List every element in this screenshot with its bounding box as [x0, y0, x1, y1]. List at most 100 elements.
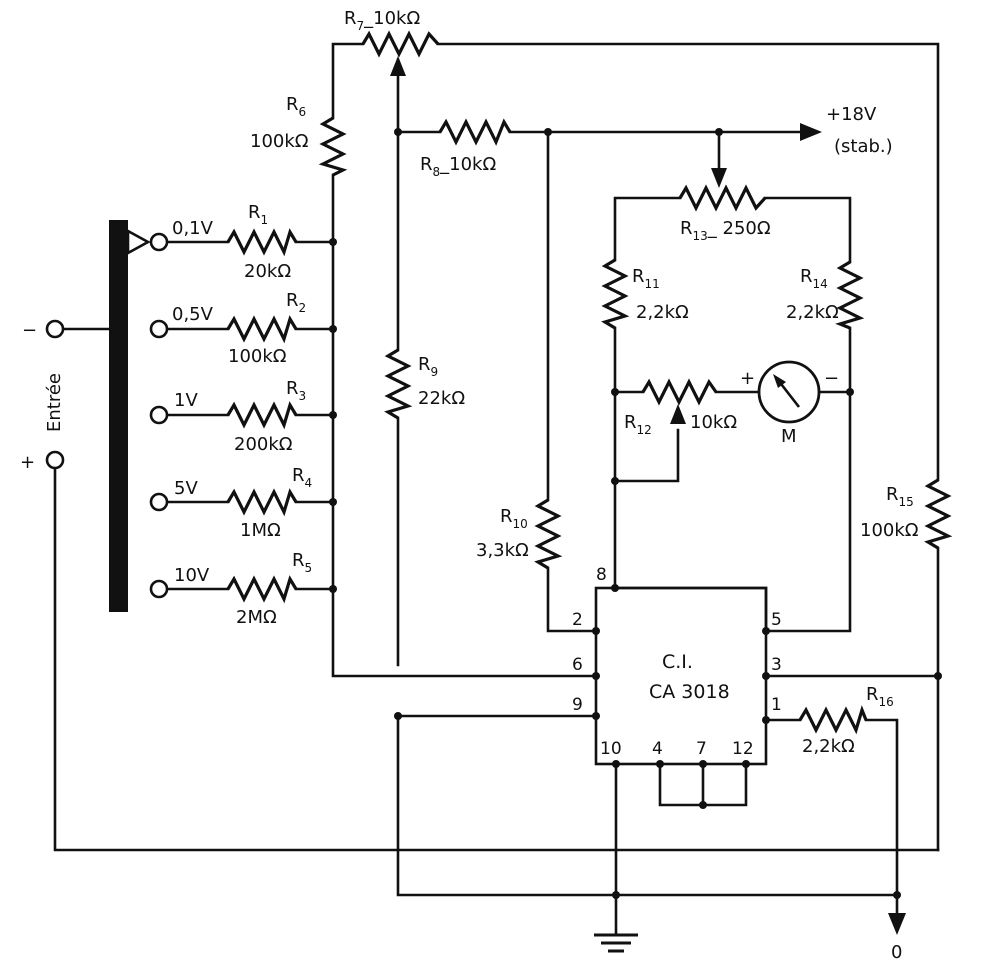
- r7-label: R7_10kΩ: [344, 8, 420, 33]
- ic-pin-9: 9: [572, 695, 583, 715]
- resistor-r8: [438, 118, 512, 146]
- resistor-r15: [924, 478, 953, 550]
- ic-pin-10: 10: [600, 739, 622, 759]
- meter-label: M: [781, 426, 797, 447]
- supply-note: (stab.): [834, 136, 893, 157]
- junction-dot: [329, 498, 337, 506]
- junction-dot: [394, 712, 402, 720]
- junction-dot: [329, 411, 337, 419]
- junction-dot: [715, 128, 723, 136]
- r5-name: R5: [292, 550, 312, 575]
- ic-pin-8: 8: [596, 565, 607, 585]
- input-plus-sign: +: [20, 452, 35, 473]
- resistor-r3: [226, 401, 298, 430]
- resistor-r9: [384, 348, 413, 420]
- junction-dot: [544, 128, 552, 136]
- ic-pin-5: 5: [771, 610, 782, 630]
- range-terminal-5v: [149, 492, 169, 512]
- r10-name: R10: [500, 506, 528, 531]
- r7-wiper-arrow-icon: [390, 56, 406, 76]
- r15-name: R15: [886, 484, 914, 509]
- wire-bridge-top: [613, 196, 852, 264]
- r14-name: R14: [800, 266, 828, 291]
- r2-name: R2: [286, 290, 306, 315]
- resistor-r12: [641, 378, 718, 406]
- input-plus-terminal: [45, 450, 65, 470]
- range-label-1v: 1V: [174, 390, 198, 411]
- r11-value: 2,2kΩ: [636, 302, 689, 323]
- output-label: 0: [891, 942, 902, 963]
- r11-name: R11: [632, 266, 660, 291]
- meter-needle-arrow-icon: [773, 374, 786, 388]
- ic-pin-2: 2: [572, 610, 583, 630]
- r12-value: 10kΩ: [690, 412, 737, 433]
- r14-value: 2,2kΩ: [786, 302, 839, 323]
- range-terminal-0-1v: [149, 232, 169, 252]
- resistor-r16: [798, 705, 868, 735]
- wire-bridge-right: [764, 326, 852, 633]
- r8-label: R8_10kΩ: [420, 154, 496, 179]
- wires: [53, 42, 940, 937]
- junction-dot: [699, 801, 707, 809]
- arrows: [126, 56, 906, 935]
- r13-label: R13_ 250Ω: [680, 218, 771, 243]
- r2-value: 100kΩ: [228, 346, 287, 367]
- r6-value: 100kΩ: [250, 131, 309, 152]
- r13-wiper-arrow-icon: [711, 168, 727, 188]
- r3-value: 200kΩ: [234, 434, 293, 455]
- junction-dot: [612, 891, 620, 899]
- junction-dot: [611, 477, 619, 485]
- ic-pin-7: 7: [696, 739, 707, 759]
- r10-value: 3,3kΩ: [476, 540, 529, 561]
- meter-body: [757, 360, 821, 424]
- r1-name: R1: [248, 202, 268, 227]
- resistor-r2: [226, 315, 298, 344]
- meter-plus-sign: +: [740, 368, 755, 389]
- input-minus-terminal: [45, 319, 65, 339]
- range-switch-wiper-icon: [126, 228, 151, 256]
- r16-name: R16: [866, 684, 894, 709]
- r16-value: 2,2kΩ: [802, 736, 855, 757]
- resistor-r11: [601, 258, 630, 330]
- resistor-r7: [361, 30, 440, 58]
- range-terminal-0-5v: [149, 319, 169, 339]
- wire-top-rail: [331, 42, 940, 482]
- ic-pin-3: 3: [771, 655, 782, 675]
- junction-dot: [394, 128, 402, 136]
- junction-dot: [934, 672, 942, 680]
- input-label: Entrée: [44, 373, 65, 432]
- r15-value: 100kΩ: [860, 520, 919, 541]
- supply-voltage: +18V: [826, 104, 877, 125]
- r9-name: R9: [418, 354, 438, 379]
- labels: − + Entrée 0,1V 0,5V 1V 5V 10V R1 R2 R3 …: [20, 8, 919, 963]
- r9-value: 22kΩ: [418, 388, 465, 409]
- resistor-r4: [226, 488, 298, 517]
- ic-pin-12: 12: [732, 739, 754, 759]
- wire-input-return: [53, 468, 940, 852]
- range-label-0-1v: 0,1V: [172, 218, 214, 239]
- r4-value: 1MΩ: [240, 520, 281, 541]
- wire-left-node-column: [331, 173, 598, 678]
- wire-r10-column: [546, 130, 598, 633]
- resistor-r14: [835, 260, 865, 330]
- r12-wiper-arrow-icon: [670, 404, 686, 424]
- range-label-10v: 10V: [174, 565, 210, 586]
- resistors: [226, 30, 953, 735]
- r1-value: 20kΩ: [244, 261, 291, 282]
- resistor-r6: [318, 116, 348, 177]
- ic-pin-4: 4: [652, 739, 663, 759]
- r5-value: 2MΩ: [236, 607, 277, 628]
- resistor-r1: [226, 228, 298, 257]
- ic-line2: CA 3018: [649, 681, 730, 703]
- ic-pin-6: 6: [572, 655, 583, 675]
- r4-name: R4: [292, 465, 312, 490]
- ground-icon: [594, 933, 638, 953]
- junction-dot: [846, 388, 854, 396]
- resistor-r5: [226, 575, 298, 604]
- range-switch-bar: [109, 220, 128, 612]
- junction-dot: [611, 388, 619, 396]
- ic-line1: C.I.: [662, 651, 693, 673]
- wire-pin8: [613, 586, 768, 633]
- input-minus-sign: −: [22, 320, 37, 341]
